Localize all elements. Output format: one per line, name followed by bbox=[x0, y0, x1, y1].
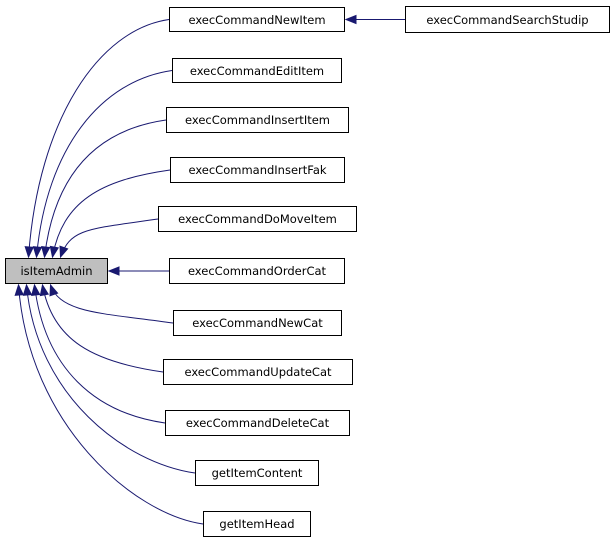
arrowhead-caller-8 bbox=[31, 283, 41, 296]
edge-caller-10 bbox=[18, 284, 204, 525]
node-execcommandsearchstudip[interactable]: execCommandSearchStudip bbox=[405, 6, 610, 33]
edge-caller-1 bbox=[36, 70, 173, 258]
arrowhead-caller-7 bbox=[39, 283, 50, 297]
node-execcommandinsertfak[interactable]: execCommandInsertFak bbox=[170, 157, 345, 183]
edge-caller-4 bbox=[60, 218, 159, 258]
edge-caller-7 bbox=[42, 284, 164, 373]
arrowhead-caller-2 bbox=[41, 246, 51, 259]
node-execcommandupdatecat[interactable]: execCommandUpdateCat bbox=[163, 359, 353, 385]
edge-caller-3 bbox=[52, 169, 171, 258]
arrowhead-caller-5 bbox=[107, 266, 120, 276]
edge-caller-6 bbox=[50, 284, 174, 324]
node-execcommandnewitem[interactable]: execCommandNewItem bbox=[169, 7, 345, 32]
node-execcommanddeletecat[interactable]: execCommandDeleteCat bbox=[165, 410, 350, 436]
edge-caller-2 bbox=[44, 119, 167, 258]
node-execcommandordercat[interactable]: execCommandOrderCat bbox=[169, 258, 345, 284]
edge-caller-9 bbox=[26, 284, 196, 474]
arrowhead-caller-1 bbox=[32, 246, 43, 259]
node-execcommandedititem[interactable]: execCommandEditItem bbox=[172, 58, 342, 83]
arrowhead-caller-3 bbox=[49, 245, 60, 259]
arrowhead-caller-4 bbox=[59, 245, 69, 259]
edge-caller-0 bbox=[28, 19, 170, 258]
arrowhead-caller-0 bbox=[24, 246, 34, 259]
node-getitemcontent[interactable]: getItemContent bbox=[195, 460, 319, 486]
node-execcommandinsertitem[interactable]: execCommandInsertItem bbox=[166, 107, 349, 133]
arrowhead-caller-10 bbox=[14, 283, 24, 296]
arrowhead-caller-6 bbox=[49, 283, 59, 297]
arrowhead-second-level bbox=[344, 14, 357, 25]
node-execcommandnewcat[interactable]: execCommandNewCat bbox=[173, 310, 342, 336]
node-getitemhead[interactable]: getItemHead bbox=[203, 511, 311, 537]
edge-caller-8 bbox=[34, 284, 166, 424]
node-execcommanddomoveitem[interactable]: execCommandDoMoveItem bbox=[158, 206, 357, 232]
arrowhead-caller-9 bbox=[22, 283, 33, 296]
node-isitemadmin[interactable]: isItemAdmin bbox=[5, 258, 108, 284]
